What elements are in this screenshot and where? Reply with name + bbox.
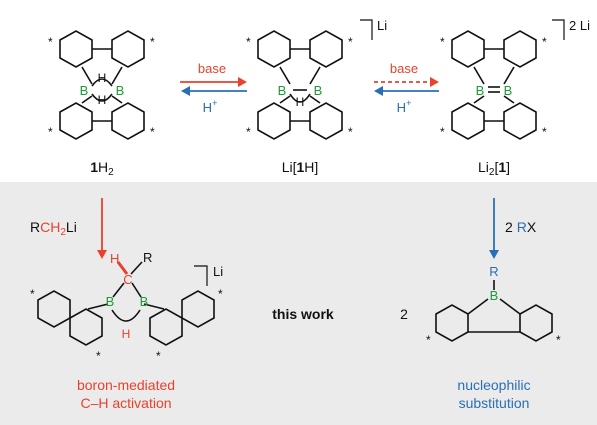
caption-ch-activation: C–H activation <box>80 395 171 411</box>
charge-bracket <box>552 19 565 40</box>
coefficient-2: 2 <box>400 306 408 322</box>
star-marker: * <box>348 35 353 49</box>
this-work-label: this work <box>272 306 334 322</box>
star-marker: * <box>246 125 251 139</box>
molecule-1H2 <box>59 30 145 140</box>
bridging-hydrogen: H <box>122 327 131 341</box>
star-marker: * <box>440 125 445 139</box>
h-plus-label: H+ <box>397 98 412 115</box>
reagent-rch2li: RCH2Li <box>30 219 77 238</box>
star-marker: * <box>542 35 547 49</box>
star-marker: * <box>218 287 223 301</box>
bridging-hydrogen: H <box>98 71 107 85</box>
boron-atom: B <box>106 294 115 309</box>
compound-label-1H2: 1H2 <box>90 159 114 178</box>
star-marker: * <box>542 125 547 139</box>
bridging-hydrogen: H <box>98 93 107 107</box>
star-marker: * <box>30 287 35 301</box>
star-marker: * <box>156 349 161 363</box>
boron-atom: B <box>490 288 499 303</box>
star-marker: * <box>440 35 445 49</box>
bridging-hydrogen: H <box>296 95 305 109</box>
star-marker: * <box>48 35 53 49</box>
compound-label-Li2-1: Li2[1] <box>478 159 510 178</box>
charge-bracket <box>194 265 208 286</box>
caption-boron-mediated: boron-mediated <box>77 377 175 393</box>
molecule-Li1H <box>257 30 343 140</box>
counterion-li: Li <box>377 18 387 33</box>
boron-atom: B <box>140 294 149 309</box>
hydrogen-atom: H <box>110 251 119 266</box>
compound-label-Li1H: Li[1H] <box>282 159 319 175</box>
bottom-panel <box>0 182 597 425</box>
r-group: R <box>489 264 498 279</box>
counterion-li: Li <box>213 264 223 279</box>
star-marker: * <box>556 333 561 347</box>
boron-atom: B <box>278 83 287 98</box>
star-marker: * <box>348 125 353 139</box>
molecule-Li2-1 <box>451 30 537 140</box>
caption-substitution: substitution <box>459 395 530 411</box>
h-plus-label: H+ <box>203 98 218 115</box>
r-group: R <box>143 250 152 265</box>
star-marker: * <box>96 349 101 363</box>
c-h-bond <box>116 261 129 275</box>
charge-bracket <box>360 19 373 40</box>
star-marker: * <box>150 125 155 139</box>
boron-atom: B <box>504 83 513 98</box>
boron-atom: B <box>314 83 323 98</box>
c-r-bond <box>130 261 143 275</box>
boron-atom: B <box>476 83 485 98</box>
star-marker: * <box>426 333 431 347</box>
base-label: base <box>198 61 226 76</box>
molecule-borafluorene <box>435 280 553 342</box>
carbon-atom: C <box>123 272 132 287</box>
molecule-ch-activation <box>37 282 215 346</box>
star-marker: * <box>150 35 155 49</box>
base-label: base <box>390 61 418 76</box>
star-marker: * <box>246 35 251 49</box>
caption-nucleophilic: nucleophilic <box>457 377 530 393</box>
boron-atom: B <box>116 83 125 98</box>
star-marker: * <box>48 125 53 139</box>
boron-atom: B <box>80 83 89 98</box>
counterion-2li: 2 Li <box>569 18 590 33</box>
